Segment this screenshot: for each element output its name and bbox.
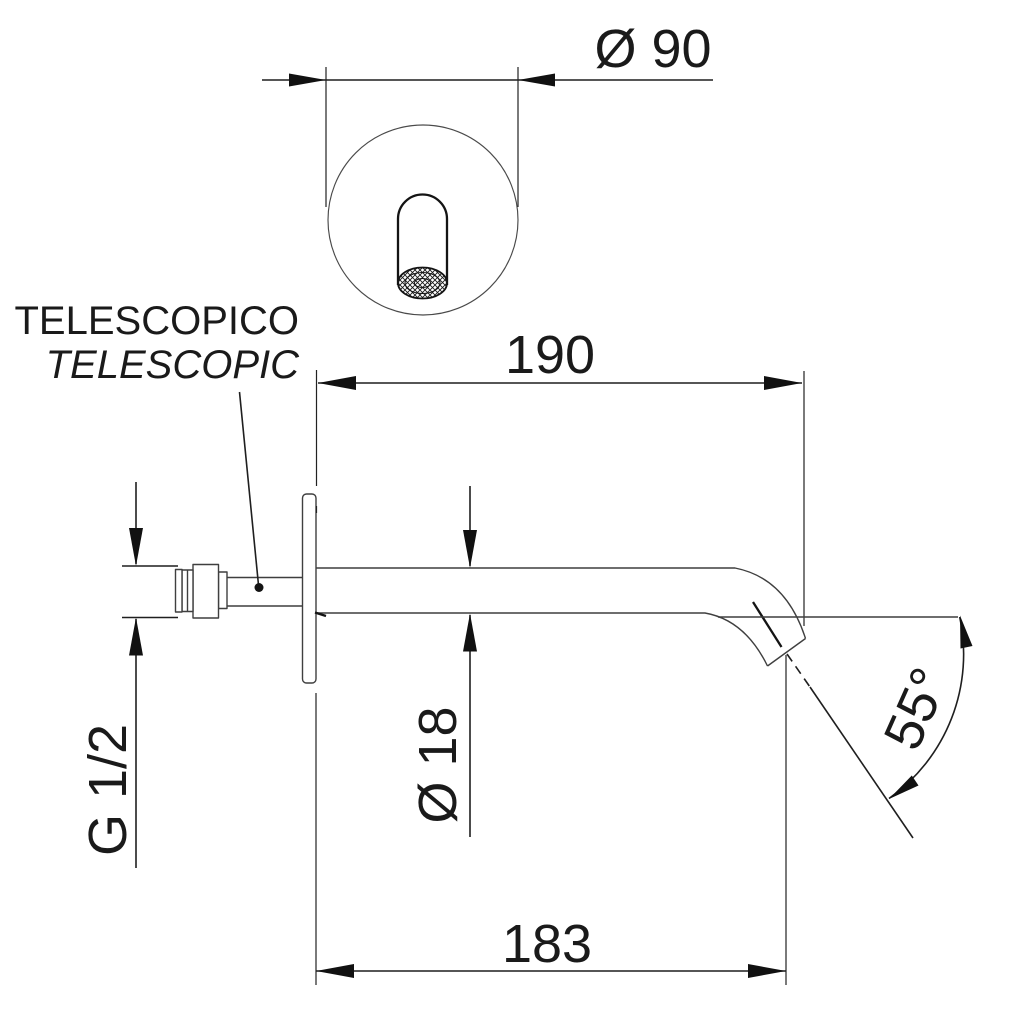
aerator-edge-line [752,601,783,648]
side-view [174,493,807,684]
leader-dot [254,583,264,592]
arrowhead-arc-top [960,615,973,649]
spout-top-edge [316,567,807,639]
spout-front-outline [396,193,449,285]
arrowhead-right [748,964,786,978]
arrowhead-up [129,617,143,656]
label-telescopico: TELESCOPICO [14,299,299,343]
aerator-mid-ring [404,271,441,295]
connector-step [217,571,228,610]
arrowhead-left [316,964,354,978]
dimension-thread-size: G 1/2 [78,482,178,868]
axis-centerline-dashed [786,653,811,688]
dimension-outlet-angle: 55° [718,615,973,839]
arrowhead-arc-bottom [889,775,919,799]
spout-bottom-edge [316,612,769,667]
arrowhead-up [463,613,477,652]
dim-text-spout-diameter: Ø 18 [408,706,468,823]
connector-cap-end [174,568,183,613]
aerator-front [397,266,448,300]
arrowhead-right [764,376,802,390]
arrowhead-down [463,530,477,568]
arrowhead-left [289,73,326,87]
arrowhead-left [318,376,356,390]
spout-outlet-face [767,637,806,667]
front-view [327,124,519,316]
aerator-inner-ring [414,278,431,288]
dim-text-projection: 183 [502,914,592,974]
connector-main-body [192,563,220,619]
flange-junction-tick [314,611,327,618]
arrowhead-right [518,73,555,87]
dimension-flange-diameter: Ø 90 [262,19,713,207]
label-telescopic: TELESCOPIC [46,343,301,387]
dim-text-spout-length: 190 [505,325,595,385]
dimension-spout-length: 190 [315,325,805,626]
dimension-spout-diameter: Ø 18 [408,486,477,837]
dim-text-outlet-angle: 55° [873,659,961,758]
wall-flange [301,493,317,684]
leader-line [238,391,260,586]
dim-text-flange-diameter: Ø 90 [594,19,711,79]
axis-line [809,686,914,839]
telescopico-label: TELESCOPICO TELESCOPIC [14,299,300,592]
flange-front-circle [327,124,519,316]
dimension-projection: 183 [315,655,787,985]
arrowhead-down [129,528,143,566]
dim-text-thread-size: G 1/2 [78,724,138,856]
